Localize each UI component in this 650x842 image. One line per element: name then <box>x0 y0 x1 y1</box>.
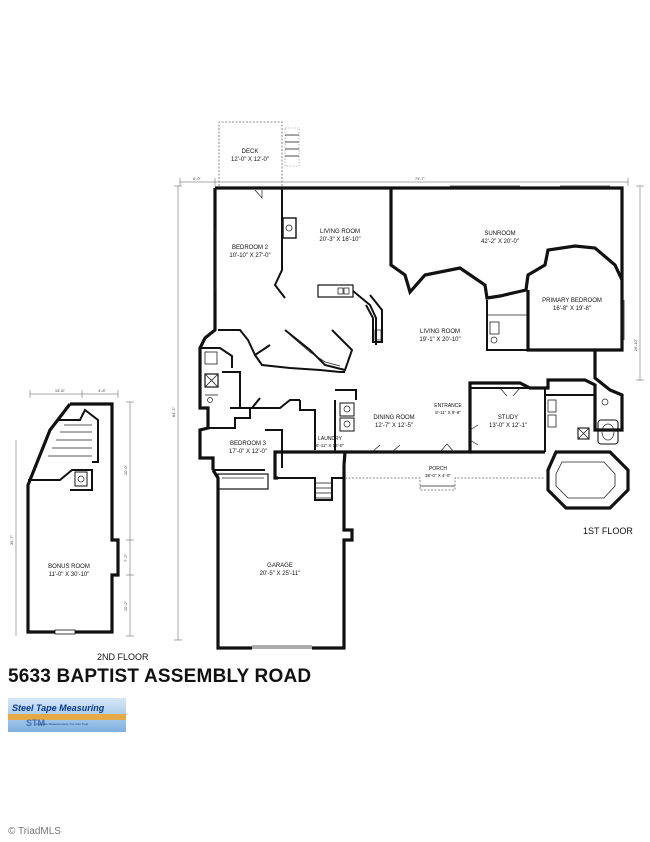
bedroom-3-name: BEDROOM 3 <box>230 441 267 447</box>
bedroom-2-dims: 10'-10" X 27'-0" <box>229 253 270 259</box>
sunroom-bay-walls <box>389 188 624 300</box>
second-floor-plan: 15'-8" 4'-8" 20'-0" 7'-2" 10'-2" 35'-7" <box>9 388 134 637</box>
living-room-2-name: LIVING ROOM <box>420 329 460 335</box>
dim-top-left: 6'-0" <box>193 176 202 181</box>
svg-text:STM: STM <box>26 718 45 728</box>
dim-2nd-right-b: 7'-2" <box>123 553 128 562</box>
bedroom-3-dims: 17'-0" X 12'-0" <box>229 449 267 455</box>
living-room-2-dims: 19'-1" X 20'-10" <box>419 337 460 343</box>
dining-room-name: DINING ROOM <box>373 415 414 421</box>
study-name: STUDY <box>498 415 518 421</box>
garage-dims: 20'-5" X 25'-11" <box>260 571 301 577</box>
second-floor-walls <box>26 402 120 635</box>
first-floor-dimension-lines <box>174 178 644 641</box>
dim-left-total: 84'-2" <box>171 406 176 417</box>
sunroom-name: SUNROOM <box>484 231 515 237</box>
bedroom-3-walls <box>208 399 300 490</box>
laundry-walls <box>299 389 357 452</box>
study-walls <box>469 387 546 452</box>
property-address: 5633 BAPTIST ASSEMBLY ROAD <box>8 666 312 687</box>
laundry-dims: 6'-11" X 12'-0" <box>316 443 344 448</box>
primary-bedroom-dims: 16'-8" X 19'-8" <box>553 306 591 312</box>
deck-dims: 12'-0" X 12'-0" <box>231 157 269 163</box>
living-room-1-dims: 20'-3" X 16'-10" <box>319 237 360 243</box>
bedroom-2-walls <box>218 188 297 357</box>
dim-right-upper: 26'-10" <box>633 338 638 351</box>
deck-name: DECK <box>242 149 259 155</box>
garage-door-openings <box>252 644 312 650</box>
primary-bedroom-name: PRIMARY BEDROOM <box>542 298 602 304</box>
window-marks <box>215 185 625 340</box>
logo-text: Steel Tape Measuring <box>12 703 105 713</box>
second-floor-label: 2ND FLOOR <box>97 652 149 662</box>
front-openings <box>371 443 455 453</box>
study-dims: 13'-0" X 12'-1" <box>489 423 527 429</box>
dim-2nd-top-b: 4'-8" <box>98 388 107 393</box>
left-bathroom-fixtures <box>200 347 261 409</box>
steel-tape-measuring-logo: STM Steel Tape Measuring Accurate Measur… <box>8 698 126 732</box>
deck-outline <box>218 121 300 186</box>
dim-2nd-top-a: 15'-8" <box>55 388 66 393</box>
bonus-room-name: BONUS ROOM <box>48 564 90 570</box>
garage-name: GARAGE <box>267 563 293 569</box>
dim-top-main: 79'-7" <box>415 176 426 181</box>
dim-2nd-left: 35'-7" <box>9 534 14 545</box>
entrance-dims: 8'-11" X 9'-8" <box>435 410 461 415</box>
kitchen-fixtures <box>254 284 383 373</box>
entrance-name: ENTRANCE <box>434 403 462 409</box>
dining-room-dims: 12'-7" X 12'-5" <box>375 423 413 429</box>
logo-tagline: Accurate Measurements You Can Trust <box>36 722 89 726</box>
porch-outline <box>345 477 545 491</box>
sunroom-bath-fixtures <box>489 321 500 344</box>
laundry-name: LAUNDRY <box>318 436 342 442</box>
porch-name: PORCH <box>429 466 447 472</box>
dim-2nd-right-c: 10'-2" <box>123 600 128 611</box>
mls-watermark: © TriadMLS <box>8 826 61 837</box>
first-floor-exterior-walls <box>198 186 624 650</box>
bonus-room-dims: 11'-0" X 30'-10" <box>49 572 90 578</box>
bedroom-2-name: BEDROOM 2 <box>232 245 269 251</box>
first-floor-label: 1ST FLOOR <box>583 526 633 536</box>
garage-entry-stairs <box>278 477 344 501</box>
room-labels: DECK 12'-0" X 12'-0" BEDROOM 2 10'-10" X… <box>48 149 602 578</box>
first-floor-plan: 6'-0" 79'-7" 84'-2" 26'-10" <box>171 121 644 650</box>
dim-2nd-right-a: 20'-0" <box>123 464 128 475</box>
primary-bedroom-walls <box>486 290 595 352</box>
living-room-1-name: LIVING ROOM <box>320 229 360 235</box>
second-floor-dimension-lines <box>15 390 134 637</box>
sunroom-dims: 42'-2" X 20'-0" <box>481 239 519 245</box>
logo-graphic: STM <box>8 698 126 732</box>
porch-dims: 38'-0" X 4'-0" <box>425 473 451 478</box>
primary-bath-fixtures <box>545 394 630 510</box>
